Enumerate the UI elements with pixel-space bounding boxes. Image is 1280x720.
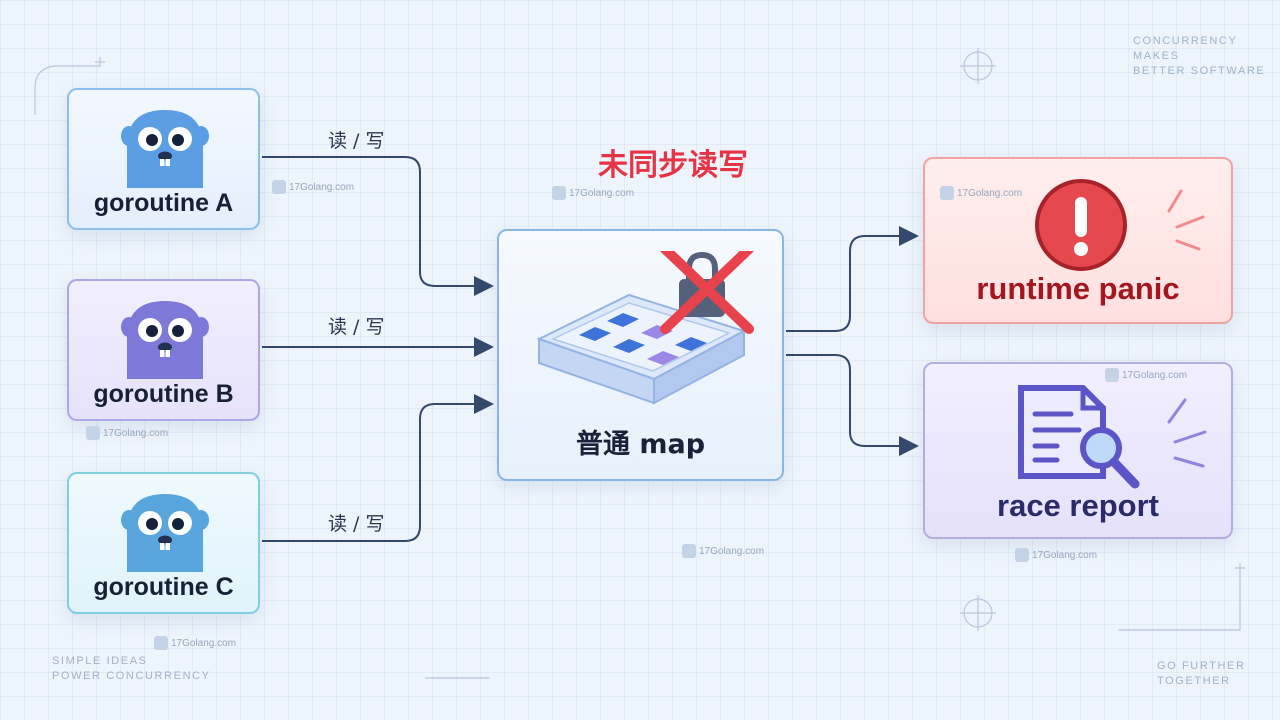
edge-a-to-map [262, 156, 494, 296]
exclamation-icon [1035, 179, 1127, 271]
goroutine-c-label: goroutine C [93, 573, 234, 601]
goroutine-b-card: goroutine B [67, 279, 260, 421]
watermark: 17Golang.com [682, 544, 764, 558]
corner-text-top-right: CONCURRENCY MAKES BETTER SOFTWARE [1133, 35, 1266, 77]
document-search-icon [1018, 385, 1140, 489]
runtime-panic-card: runtime panic [923, 157, 1233, 324]
goroutine-b-label: goroutine B [93, 380, 234, 408]
race-report-label: race report [997, 488, 1159, 523]
watermark-logo-icon [940, 186, 954, 200]
decor-marks [34, 48, 1245, 679]
watermark: 17Golang.com [86, 426, 168, 440]
watermark-logo-icon [154, 636, 168, 650]
watermark-logo-icon [552, 186, 566, 200]
goroutine-a-card: goroutine A [67, 88, 260, 230]
watermark: 17Golang.com [552, 186, 634, 200]
watermark: 17Golang.com [1015, 548, 1097, 562]
map-label: 普通 map [575, 429, 706, 460]
watermark-logo-icon [1105, 368, 1119, 382]
watermark: 17Golang.com [1105, 368, 1187, 382]
watermark-logo-icon [86, 426, 100, 440]
race-report-card: race report [923, 362, 1233, 539]
gopher-icon [121, 494, 209, 572]
map-card: 普通 map [497, 229, 784, 481]
alert-rays-icon [1167, 189, 1205, 251]
watermark-logo-icon [272, 180, 286, 194]
gopher-icon [121, 110, 209, 188]
alert-rays-icon [1167, 398, 1207, 468]
watermark-logo-icon [1015, 548, 1029, 562]
edge-b-label: 读 / 写 [328, 316, 385, 338]
edge-c-label: 读 / 写 [328, 513, 385, 535]
corner-text-bottom-left: SIMPLE IDEAS POWER CONCURRENCY [52, 655, 211, 682]
watermark-logo-icon [682, 544, 696, 558]
edge-map-to-panic [786, 226, 919, 332]
corner-text-bottom-right: GO FURTHER TOGETHER [1157, 660, 1246, 687]
watermark: 17Golang.com [940, 186, 1022, 200]
watermark: 17Golang.com [154, 636, 236, 650]
runtime-panic-label: runtime panic [976, 271, 1180, 306]
gopher-icon [121, 301, 209, 379]
unsynchronized-warning: 未同步读写 [598, 148, 748, 183]
edge-map-to-race [786, 354, 919, 456]
edge-a-label: 读 / 写 [328, 130, 385, 152]
map-tray-icon [536, 251, 754, 405]
goroutine-a-label: goroutine A [93, 189, 234, 217]
goroutine-c-card: goroutine C [67, 472, 260, 614]
watermark: 17Golang.com [272, 180, 354, 194]
edge-c-to-map [262, 394, 494, 542]
